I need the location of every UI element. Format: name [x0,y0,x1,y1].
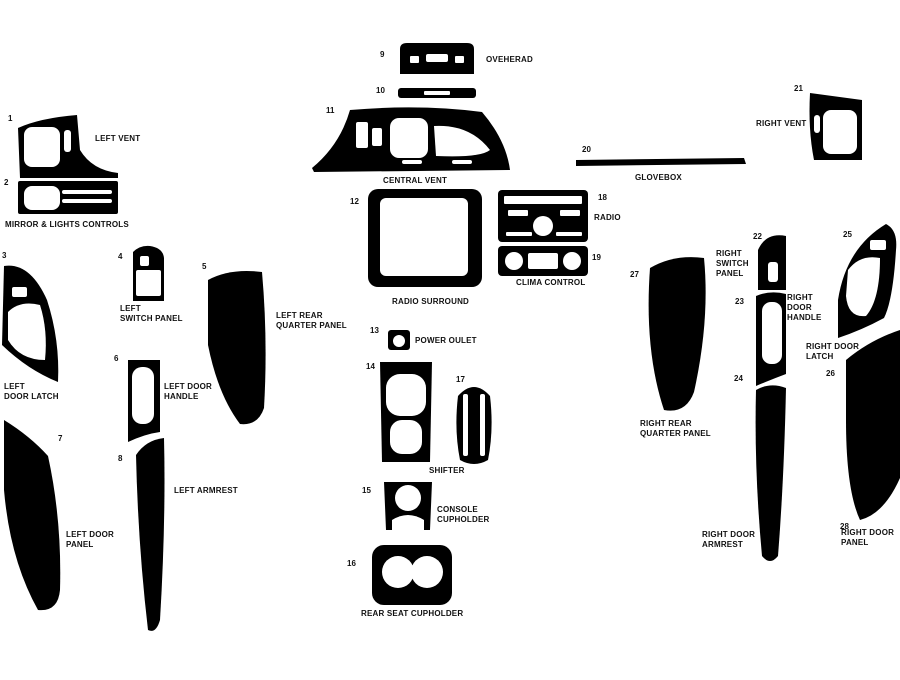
piece-power-outlet [388,330,410,350]
part-label-2: MIRROR & LIGHTS CONTROLS [5,220,129,229]
piece-right-vent [809,93,862,160]
part-number-25: 25 [843,230,852,239]
part-label-18: RADIO [594,213,621,222]
part-number-5: 5 [202,262,207,271]
piece-right-door-panel [846,330,900,520]
piece-right-door-latch [838,224,897,338]
part-number-1: 1 [8,114,13,123]
piece-right-switch-panel [758,235,786,290]
piece-left-rear-quarter-panel [208,271,266,425]
piece-rear-seat-cupholder [372,545,452,605]
part-number-11: 11 [326,106,335,115]
part-label-4: LEFT SWITCH PANEL [120,304,183,323]
piece-clima-control [498,246,588,276]
part-label-27: RIGHT REAR QUARTER PANEL [640,419,711,438]
piece-overhead-strip [398,88,476,98]
part-number-23: 23 [735,297,744,306]
part-label-24: RIGHT DOOR ARMREST [702,530,756,549]
part-number-13: 13 [370,326,379,335]
part-label-28: RIGHT DOOR PANEL [841,528,895,547]
part-label-13: POWER OULET [415,336,477,345]
part-label-19: CLIMA CONTROL [516,278,586,287]
piece-right-door-handle [756,292,786,386]
part-label-12: RADIO SURROUND [392,297,470,306]
piece-left-door-panel [4,420,61,611]
piece-console-cupholder [384,482,432,530]
part-number-2: 2 [4,178,9,187]
part-number-26: 26 [826,369,835,378]
part-label-16: REAR SEAT CUPHOLDER [361,609,464,618]
piece-overhead [400,43,474,74]
piece-radio [498,190,588,242]
part-label-20: GLOVEBOX [635,173,682,182]
part-label-3: LEFT DOOR LATCH [4,382,59,401]
part-number-24: 24 [734,374,743,383]
piece-left-vent [18,115,118,178]
piece-left-switch-panel [133,245,164,301]
piece-mirror-lights-controls [18,181,118,214]
piece-shifter-surround [380,362,432,462]
part-label-26: RIGHT DOOR LATCH [806,342,860,361]
part-number-22: 22 [753,232,762,241]
piece-right-door-armrest [755,385,786,561]
part-number-15: 15 [362,486,371,495]
part-number-28: 28 [840,522,849,531]
part-label-21: RIGHT VENT [756,119,807,128]
part-label-6: LEFT DOOR HANDLE [164,382,213,401]
part-number-6: 6 [114,354,119,363]
part-number-19: 19 [592,253,601,262]
part-label-8: LEFT ARMREST [174,486,238,495]
part-number-20: 20 [582,145,591,154]
part-number-4: 4 [118,252,123,261]
piece-left-armrest [136,438,165,631]
part-number-21: 21 [794,84,803,93]
piece-radio-surround [368,189,482,287]
piece-left-door-handle [128,360,160,442]
part-label-15: CONSOLE CUPHOLDER [437,505,490,524]
part-number-10: 10 [376,86,385,95]
part-label-22: RIGHT SWITCH PANEL [716,249,749,278]
part-number-17: 17 [456,375,465,384]
part-number-14: 14 [366,362,375,371]
part-label-9: OVEHERAD [486,55,533,64]
part-label-1: LEFT VENT [95,134,141,143]
piece-left-door-latch [2,265,59,382]
part-number-7: 7 [58,434,63,443]
part-number-3: 3 [2,251,7,260]
part-label-23: RIGHT DOOR HANDLE [787,293,822,322]
part-number-8: 8 [118,454,123,463]
piece-glovebox [576,158,746,166]
piece-right-rear-quarter-panel [648,257,706,411]
part-number-27: 27 [630,270,639,279]
part-number-16: 16 [347,559,356,568]
part-number-12: 12 [350,197,359,206]
part-label-7: LEFT DOOR PANEL [66,530,115,549]
part-label-17: SHIFTER [429,466,465,475]
piece-shifter [456,387,492,464]
piece-central-vent [312,107,510,172]
part-label-5: LEFT REAR QUARTER PANEL [276,311,347,330]
part-number-9: 9 [380,50,385,59]
part-number-18: 18 [598,193,607,202]
part-label-11: CENTRAL VENT [383,176,448,185]
